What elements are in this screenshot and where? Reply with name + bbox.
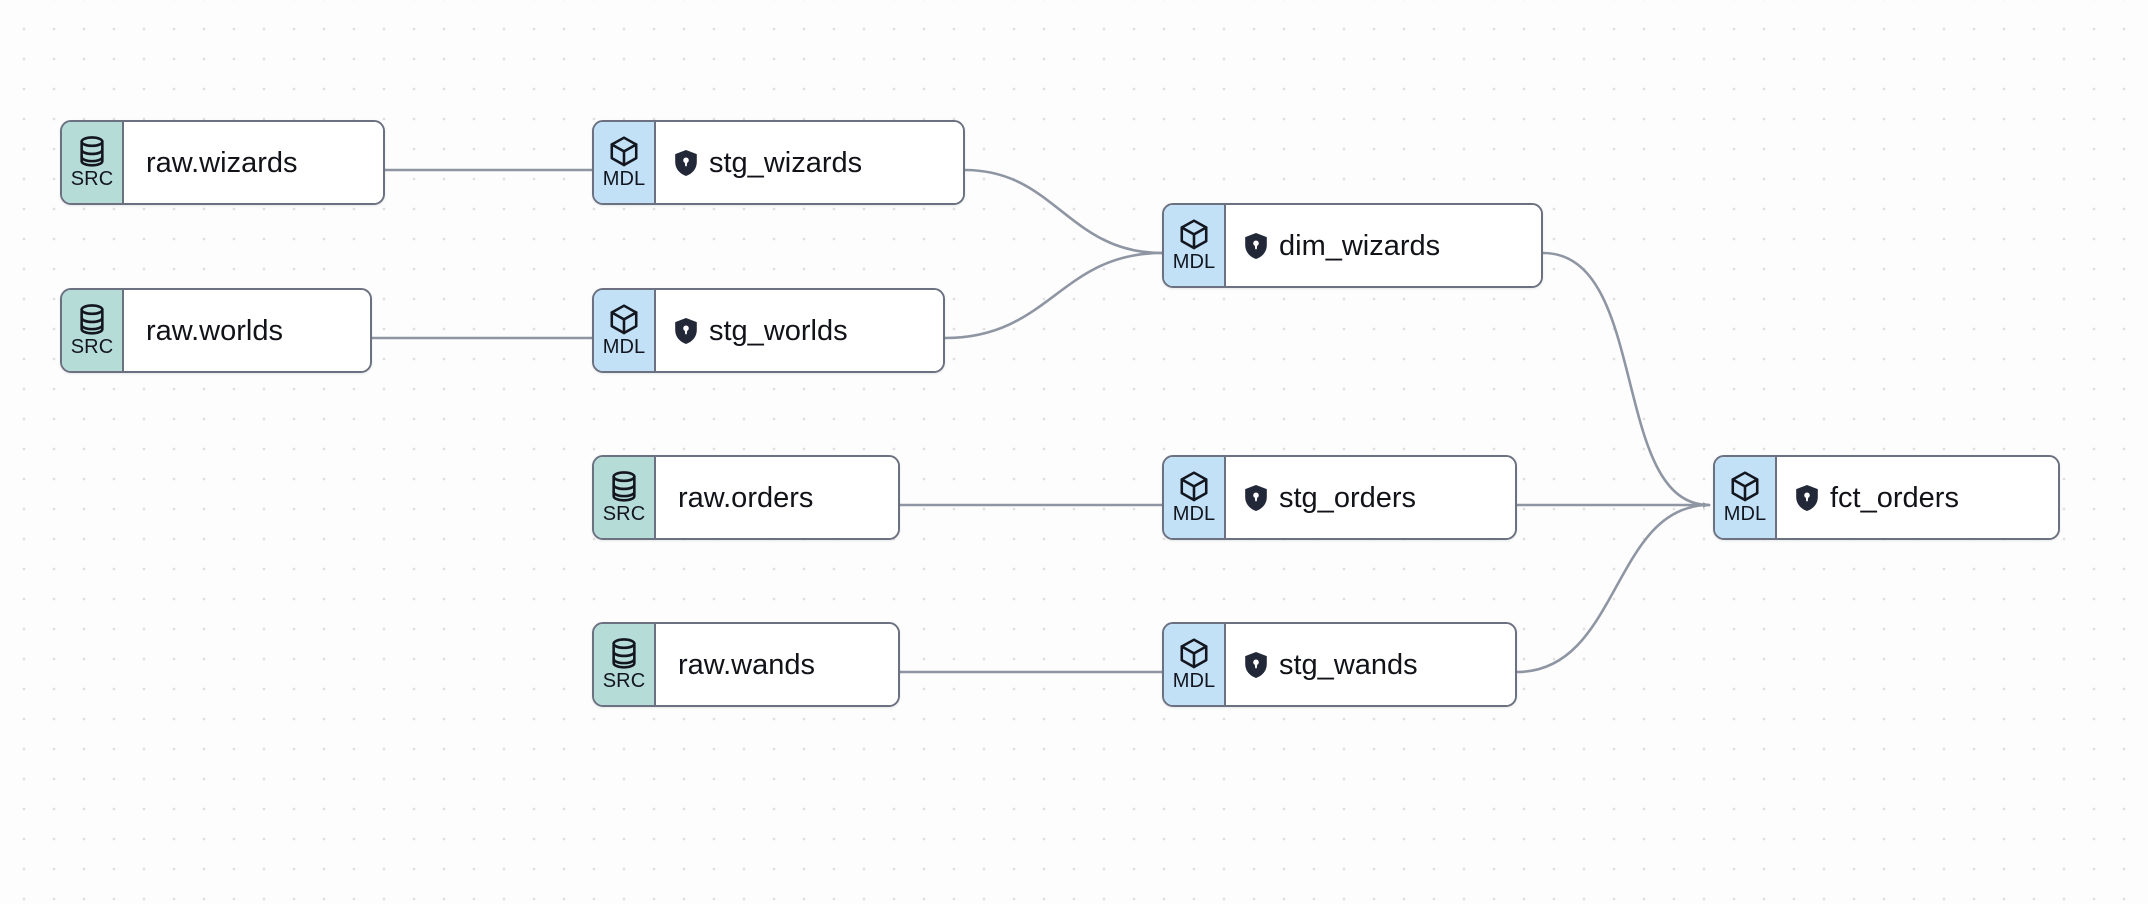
cube-icon (1178, 218, 1210, 251)
node-body: raw.orders (656, 457, 898, 538)
database-icon (609, 470, 639, 503)
node-raw_worlds[interactable]: SRC raw.worlds (60, 288, 372, 373)
edge-dim_wizards-to-fct_orders[interactable] (1541, 251, 1711, 508)
database-icon (77, 303, 107, 336)
shield-lock-icon (1244, 232, 1268, 260)
node-raw_wizards[interactable]: SRC raw.wizards (60, 120, 385, 205)
node-type-label: MDL (602, 168, 646, 190)
node-type-label: MDL (1172, 251, 1216, 273)
node-label: stg_wands (1279, 648, 1418, 681)
node-type-badge-src: SRC (594, 624, 656, 705)
node-body: raw.wizards (124, 122, 383, 203)
node-type-badge-src: SRC (62, 290, 124, 371)
node-dim_wizards[interactable]: MDL dim_wizards (1162, 203, 1543, 288)
node-body: raw.worlds (124, 290, 370, 371)
cube-icon (1178, 470, 1210, 503)
node-raw_orders[interactable]: SRC raw.orders (592, 455, 900, 540)
node-label: raw.orders (678, 481, 814, 514)
node-body: stg_wands (1226, 624, 1515, 705)
node-label: raw.wizards (146, 146, 298, 179)
node-label: dim_wizards (1279, 229, 1441, 262)
node-type-badge-mdl: MDL (594, 290, 656, 371)
node-label: fct_orders (1830, 481, 1959, 514)
node-type-label: MDL (602, 336, 646, 358)
edge-stg_worlds-to-dim_wizards[interactable] (943, 251, 1164, 340)
node-label: raw.wands (678, 648, 816, 681)
node-type-label: SRC (70, 167, 114, 190)
node-stg_orders[interactable]: MDL stg_orders (1162, 455, 1517, 540)
node-type-badge-mdl: MDL (1164, 624, 1226, 705)
node-type-badge-mdl: MDL (1164, 205, 1226, 286)
node-body: stg_wizards (656, 122, 963, 203)
node-stg_wands[interactable]: MDL stg_wands (1162, 622, 1517, 707)
node-type-label: SRC (602, 502, 646, 525)
cube-icon (608, 303, 640, 336)
node-label: raw.worlds (146, 314, 283, 347)
database-icon (609, 637, 639, 670)
node-label: stg_worlds (709, 314, 848, 347)
edge-stg_wands-to-fct_orders[interactable] (1515, 502, 1711, 674)
shield-lock-icon (674, 317, 698, 345)
node-body: raw.wands (656, 624, 898, 705)
shield-lock-icon (1244, 484, 1268, 512)
node-type-badge-mdl: MDL (1715, 457, 1777, 538)
node-type-badge-src: SRC (594, 457, 656, 538)
node-type-label: MDL (1723, 503, 1767, 525)
edge-stg_wizards-to-dim_wizards[interactable] (963, 168, 1164, 255)
node-stg_wizards[interactable]: MDL stg_wizards (592, 120, 965, 205)
node-label: stg_orders (1279, 481, 1417, 514)
node-label: stg_wizards (709, 146, 863, 179)
node-body: fct_orders (1777, 457, 2058, 538)
shield-lock-icon (674, 149, 698, 177)
cube-icon (1729, 470, 1761, 503)
database-icon (77, 135, 107, 168)
node-raw_wands[interactable]: SRC raw.wands (592, 622, 900, 707)
cube-icon (1178, 637, 1210, 670)
node-type-badge-mdl: MDL (1164, 457, 1226, 538)
node-type-badge-mdl: MDL (594, 122, 656, 203)
node-type-label: SRC (602, 669, 646, 692)
node-type-label: MDL (1172, 503, 1216, 525)
node-type-label: SRC (70, 335, 114, 358)
node-body: dim_wizards (1226, 205, 1541, 286)
node-stg_worlds[interactable]: MDL stg_worlds (592, 288, 945, 373)
shield-lock-icon (1795, 484, 1819, 512)
shield-lock-icon (1244, 651, 1268, 679)
node-type-label: MDL (1172, 670, 1216, 692)
node-body: stg_orders (1226, 457, 1515, 538)
node-type-badge-src: SRC (62, 122, 124, 203)
cube-icon (608, 135, 640, 168)
node-fct_orders[interactable]: MDL fct_orders (1713, 455, 2060, 540)
node-body: stg_worlds (656, 290, 943, 371)
